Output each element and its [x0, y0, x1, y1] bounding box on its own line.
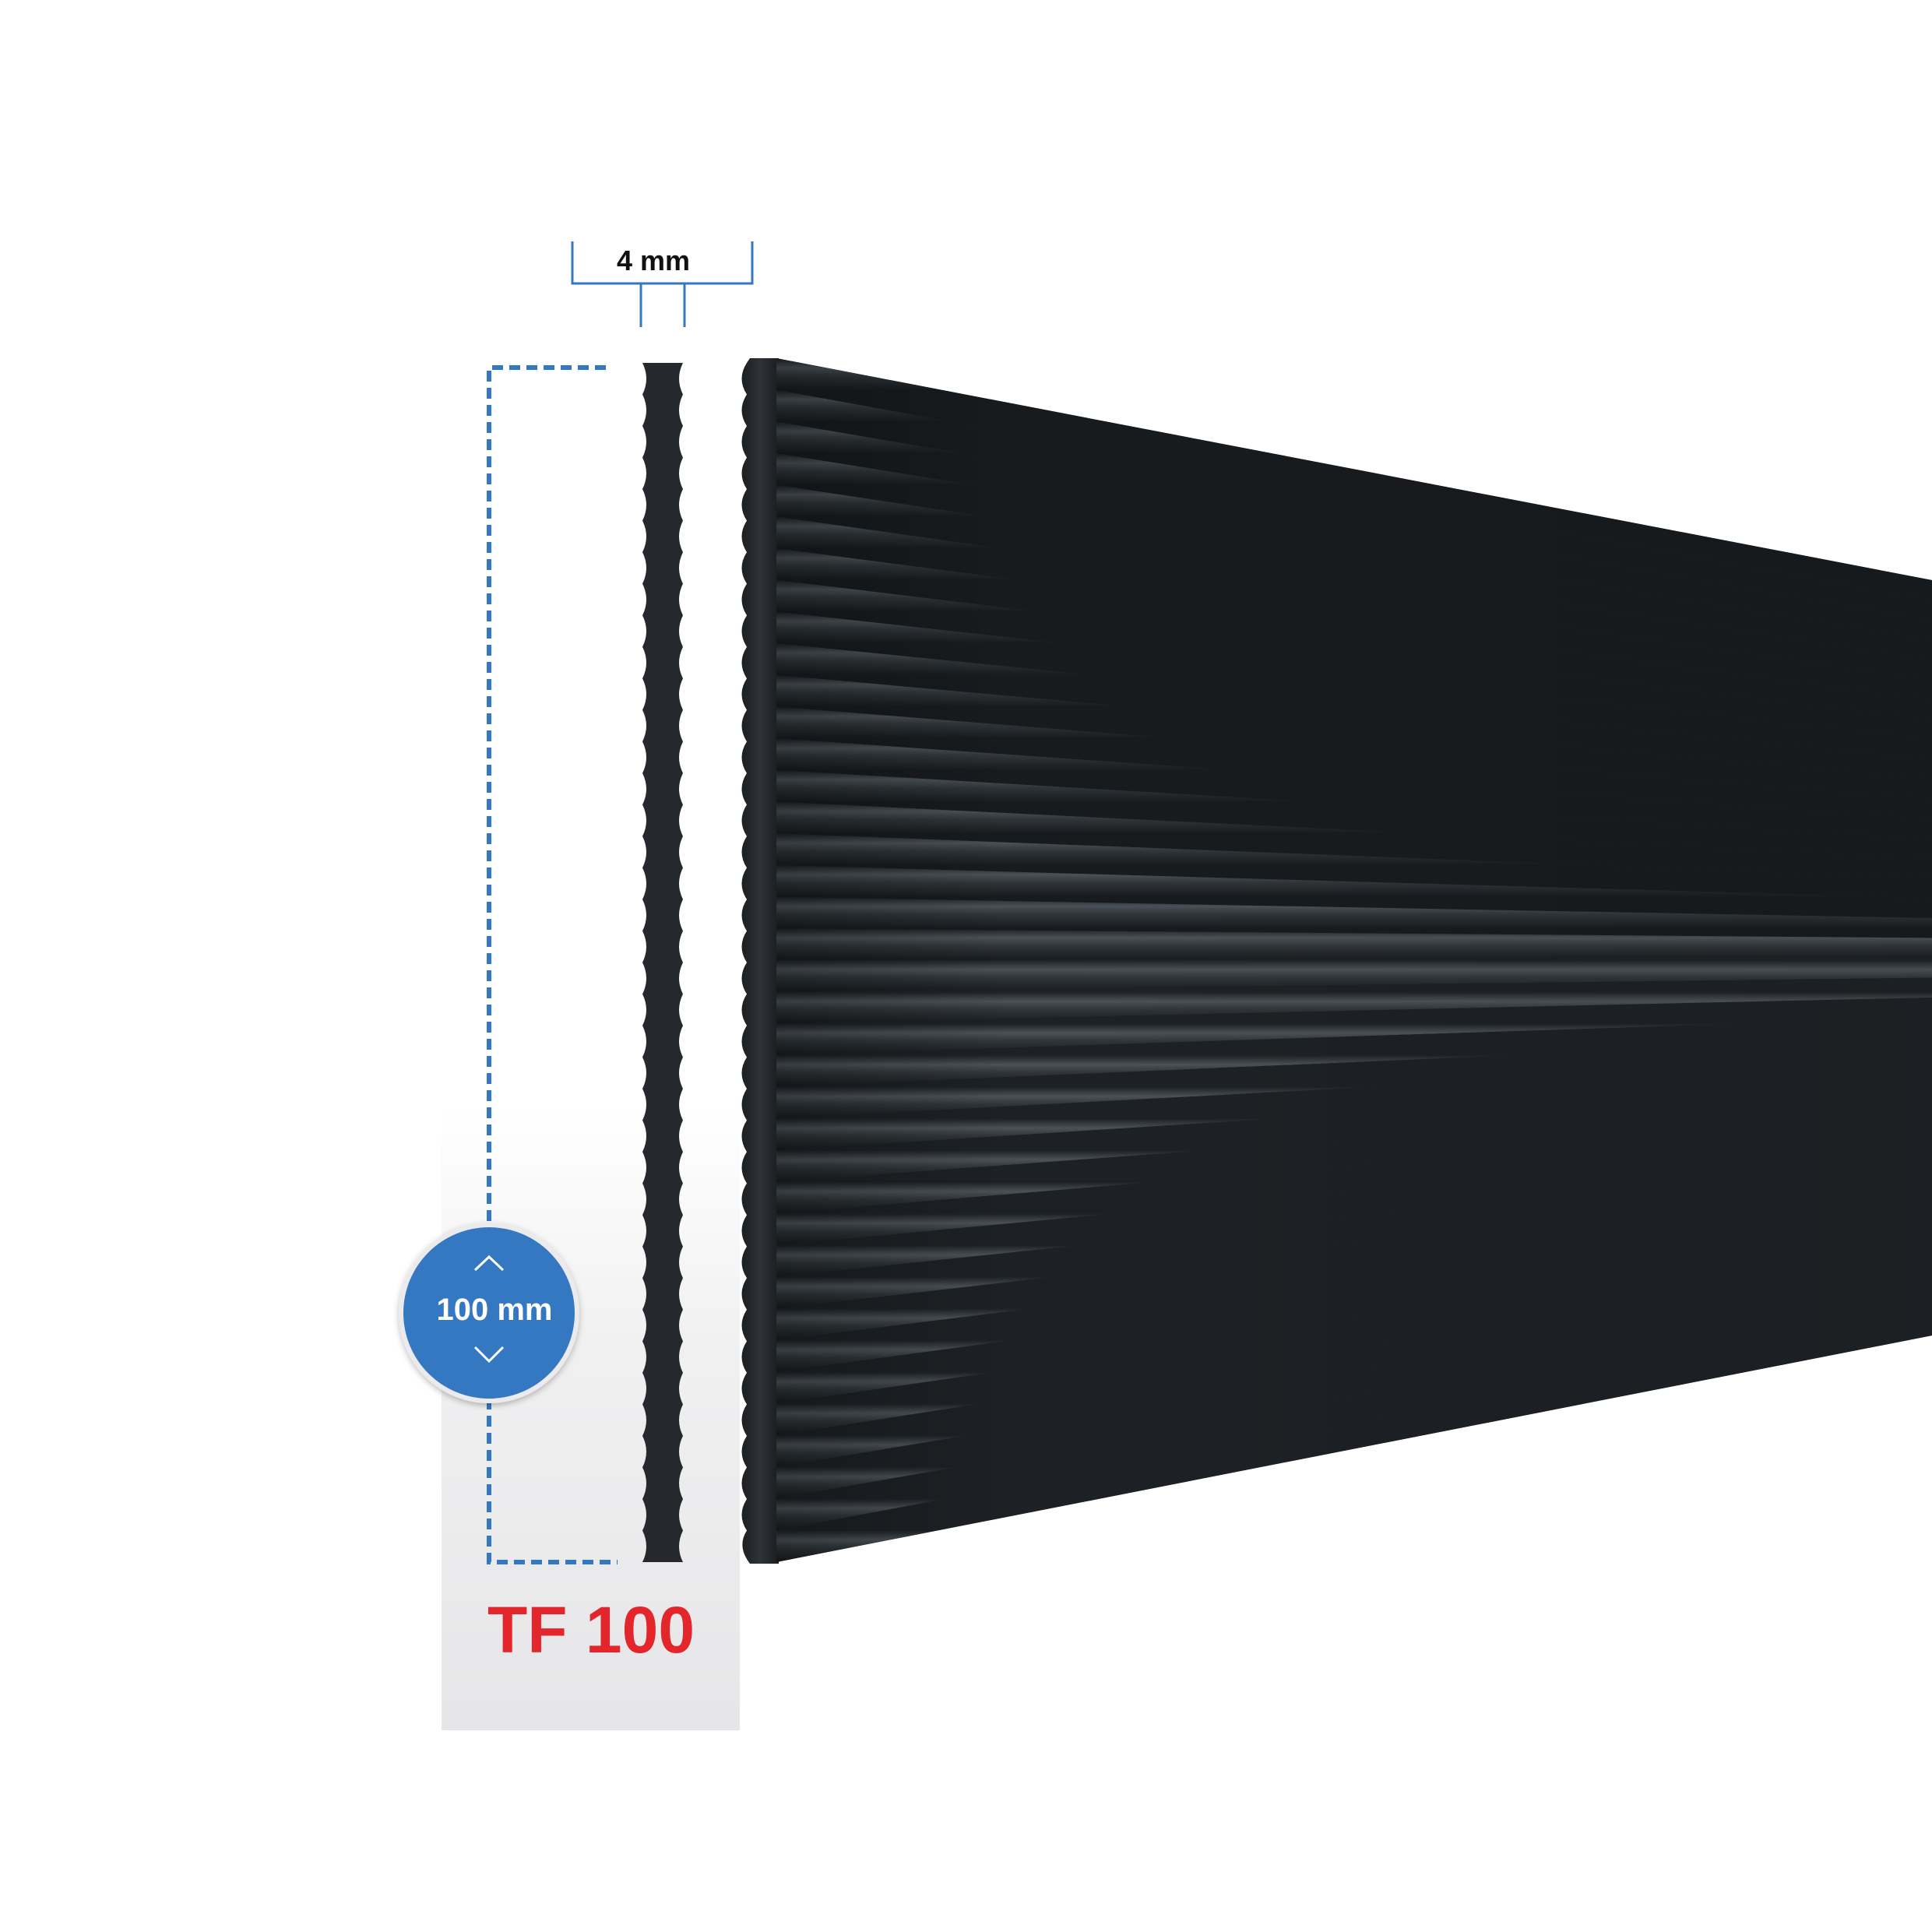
panel-shading [776, 358, 1932, 1562]
chevron-down-icon [473, 1346, 505, 1364]
chevron-up-icon [473, 1255, 505, 1272]
product-name: TF 100 [487, 1593, 695, 1666]
thickness-bracket [571, 241, 754, 327]
width-bracket [487, 365, 618, 1564]
panel-cross-section [642, 363, 683, 1562]
width-badge [399, 1223, 579, 1403]
thickness-label: 4 mm [616, 245, 691, 276]
width-label: 100 mm [436, 1293, 553, 1327]
panel-front-edge [741, 358, 779, 1564]
